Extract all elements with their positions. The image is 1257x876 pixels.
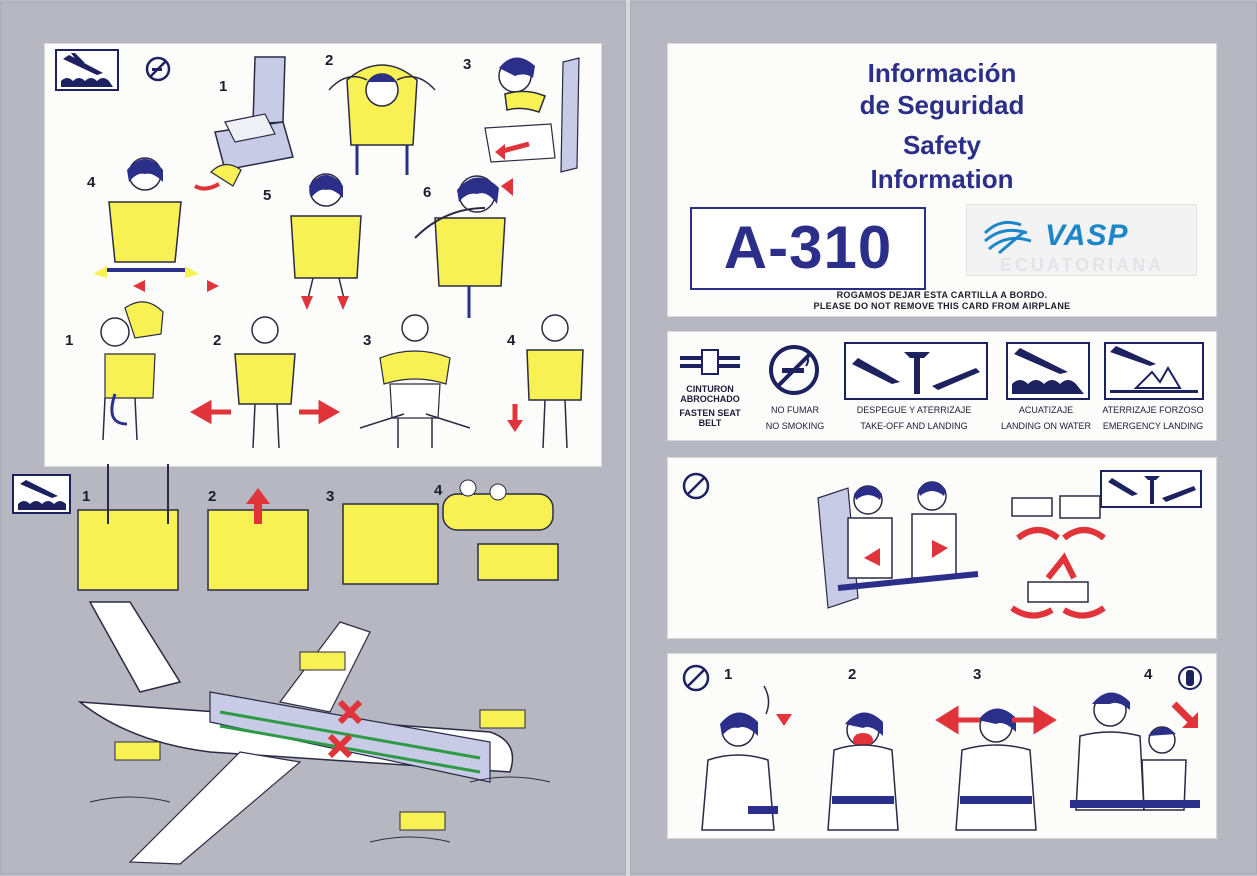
vest-over-head-illustration — [328, 64, 436, 175]
no-smoking-sign-icon — [769, 345, 819, 395]
emergency-label-es: ATERRIZAJE FORZOSO — [1102, 405, 1204, 415]
seatbelt-icon — [680, 349, 740, 375]
passengers-fastening-belts-illustration — [817, 481, 979, 609]
landing-on-water-small-icon — [12, 474, 71, 514]
takeoff-landing-icon — [844, 342, 988, 400]
child-vest-inflate-illustration — [507, 314, 584, 449]
title-line-3: Safety — [902, 130, 982, 160]
no-smoking-small-icon — [682, 472, 710, 500]
vest-blow-tube-illustration — [414, 175, 513, 318]
pictogram-legend-panel: CINTURON ABROCHADO FASTEN SEAT BELT NO F… — [668, 332, 1216, 440]
raft-step-3: 3 — [326, 488, 335, 505]
vest-step-6: 6 — [423, 184, 432, 201]
seatbelt-panel — [668, 458, 1216, 638]
oxygen-step-3: 3 — [973, 666, 982, 683]
takeoff-landing-small-icon — [1100, 470, 1202, 508]
notice-spanish: ROGAMOS DEJAR ESTA CARTILLA A BORDO. — [836, 290, 1048, 300]
tighten-mask-straps-illustration — [935, 705, 1057, 831]
seatbelt-label-en-1: FASTEN SEAT — [679, 408, 741, 418]
child-step-4: 4 — [507, 332, 516, 349]
child-step-3: 3 — [363, 332, 372, 349]
child-vest-tighten-illustration — [189, 316, 341, 449]
title-panel: Información de Seguridad Safety Informat… — [668, 44, 1216, 316]
oxygen-mask-panel: 1 2 3 4 — [668, 654, 1216, 838]
no-smoking-oxygen-icon — [682, 664, 710, 692]
emergency-label-en: EMERGENCY LANDING — [1102, 421, 1204, 431]
seat-vest-illustration — [214, 56, 294, 171]
card-fold — [626, 0, 630, 876]
right-page: Información de Seguridad Safety Informat… — [630, 2, 1257, 874]
seatbelt-label-es-2: ABROCHADO — [680, 394, 740, 404]
place-mask-illustration — [827, 712, 899, 831]
seatbelt-label-en-2: BELT — [698, 418, 722, 428]
child-vest-back-illustration — [359, 314, 471, 448]
title-line-4: Information — [870, 164, 1014, 194]
vest-strap-illustration — [484, 57, 580, 173]
landing-on-water-sign-icon — [1006, 342, 1090, 400]
buckle-operation-illustration — [1010, 495, 1106, 619]
vest-tighten-illustration — [93, 157, 242, 292]
child-vest-put-on-illustration — [100, 301, 164, 441]
raft-step-1: 1 — [82, 488, 91, 505]
vest-step-4: 4 — [87, 174, 96, 191]
vest-step-3: 3 — [463, 56, 472, 73]
raft-step-2: 2 — [208, 488, 217, 505]
water-label-en: LANDING ON WATER — [1000, 421, 1091, 431]
emergency-landing-icon — [1104, 342, 1204, 400]
oxygen-step-4: 4 — [1144, 666, 1153, 683]
landing-on-water-icon — [55, 49, 119, 91]
life-vest-panel: 1 2 3 4 — [45, 44, 601, 466]
aircraft-model: A-310 — [723, 214, 893, 281]
raft-slide-deploy-illustration — [77, 464, 559, 591]
vest-step-5: 5 — [263, 187, 272, 204]
airline-logo: VASP ECUATORIANA — [966, 204, 1197, 276]
oxygen-step-1: 1 — [724, 666, 733, 683]
pull-mask-illustration — [701, 685, 792, 831]
left-page: 1 2 3 4 — [0, 2, 626, 874]
child-step-2: 2 — [213, 332, 222, 349]
takeoff-label-es: DESPEGUE Y ATERRIZAJE — [856, 405, 972, 415]
oxygen-bottle-icon — [1178, 666, 1202, 690]
title-line-2: de Seguridad — [859, 90, 1025, 120]
no-smoking-label-en: NO SMOKING — [765, 421, 825, 431]
child-step-1: 1 — [65, 332, 74, 349]
title-line-1: Información — [867, 58, 1017, 88]
ditched-aircraft-illustration — [77, 601, 551, 865]
vest-step-2: 2 — [325, 52, 334, 69]
oxygen-step-2: 2 — [848, 666, 857, 683]
takeoff-label-en: TAKE-OFF AND LANDING — [860, 421, 968, 431]
vest-step-1: 1 — [219, 78, 228, 95]
raft-step-4: 4 — [434, 482, 443, 499]
airline-subtitle: ECUATORIANA — [999, 255, 1165, 275]
notice-english: PLEASE DO NOT REMOVE THIS CARD FROM AIRP… — [813, 301, 1071, 311]
aircraft-model-box: A-310 — [690, 207, 926, 290]
airline-name: VASP — [1045, 219, 1129, 252]
vest-pull-tabs-illustration — [290, 173, 362, 310]
seatbelt-label-es-1: CINTURON — [686, 384, 734, 394]
water-label-es: ACUATIZAJE — [1018, 405, 1074, 415]
no-smoking-label-es: NO FUMAR — [771, 405, 819, 415]
no-smoking-icon — [145, 56, 171, 82]
assist-child-mask-illustration — [1070, 692, 1200, 811]
airline-swoosh-icon — [983, 220, 1032, 255]
